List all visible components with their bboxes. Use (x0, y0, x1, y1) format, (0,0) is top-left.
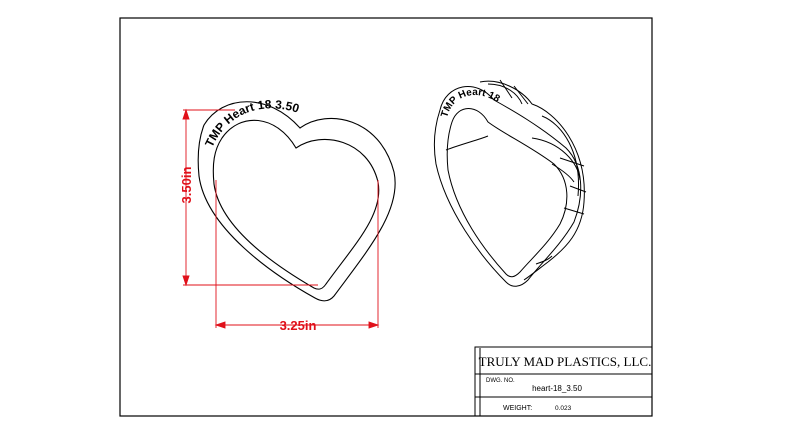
weight-value: 0.023 (555, 405, 572, 412)
iso-front-outer (433, 86, 582, 287)
dwg-no-value: heart-18_3.50 (532, 384, 582, 393)
company-name: TRULY MAD PLASTICS, LLC. (479, 354, 652, 369)
heart-outer-outline (197, 101, 396, 302)
dimension-lines (182, 108, 380, 329)
iso-front-inner (446, 108, 568, 278)
title-block (474, 346, 653, 417)
sheet-border (119, 17, 653, 417)
iso-back-rim (479, 80, 585, 263)
front-engraving-text: TMP Heart 18 3.50 (202, 97, 301, 149)
width-dimension-label: 3.25in (280, 318, 317, 333)
height-dimension-label: 3.50in (179, 167, 194, 204)
isometric-view (433, 79, 587, 287)
weight-label: WEIGHT: (503, 405, 532, 412)
heart-inner-outline (212, 119, 380, 290)
front-view (197, 101, 396, 302)
dwg-no-label: DWG. NO. (486, 378, 515, 384)
